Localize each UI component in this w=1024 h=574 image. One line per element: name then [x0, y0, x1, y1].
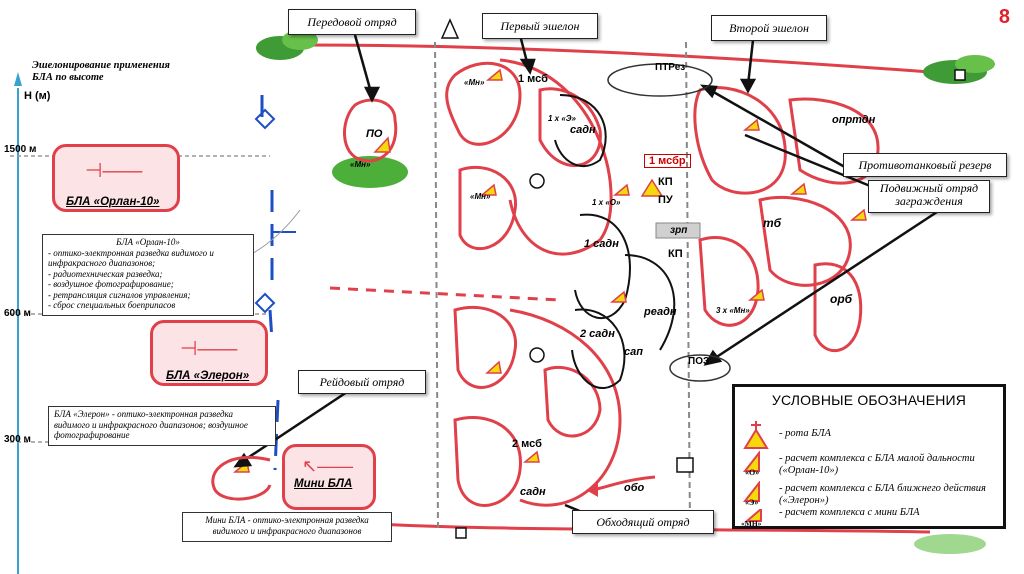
- orlan-crew-icon: [742, 451, 760, 472]
- unit-e1: 1 х «Э»: [548, 114, 576, 123]
- legend-row: - рота БЛА: [741, 421, 999, 449]
- unit-msb2: 2 мсб: [512, 438, 542, 450]
- orlan-symbol: ⊣——: [85, 160, 143, 182]
- unit-mn-top: «Мн»: [464, 78, 485, 87]
- zrp-box: [655, 222, 701, 239]
- orlan-desc-item: оптико-электронная разведка видимого и и…: [48, 248, 248, 269]
- unit-o1: 1 х «О»: [592, 198, 621, 207]
- legend-tag: «МН»: [741, 519, 762, 528]
- uav-triangles: [232, 18, 867, 473]
- uav-company-icon: [743, 421, 769, 449]
- unit-oprtdn: опртдн: [832, 114, 876, 126]
- callout-flank: Обходящий отряд: [572, 510, 714, 534]
- legend-tag: «О»: [745, 468, 760, 477]
- unit-mn-mid: «Мн»: [470, 192, 491, 201]
- poz-zone: [669, 354, 731, 382]
- tree-left: [256, 30, 318, 60]
- legend-text: - рота БЛА: [779, 428, 831, 439]
- legend-text: - расчет комплекса с мини БЛА: [779, 507, 920, 518]
- unit-kp2: КП: [668, 248, 683, 260]
- unit-sadn1: 1 садн: [584, 238, 619, 250]
- orlan-description: БЛА «Орлан-10» оптико-электронная развед…: [42, 234, 254, 316]
- node-markers: [455, 69, 966, 539]
- orlan-label: БЛА «Орлан-10»: [66, 196, 160, 208]
- callout-arrows: [233, 34, 941, 514]
- unit-tb: тб: [763, 216, 782, 230]
- unit-orb: орб: [830, 292, 853, 306]
- unit-mn3: 3 х «Мн»: [716, 306, 750, 315]
- unit-po-mn: «Мн»: [350, 160, 371, 169]
- tree-po: [332, 156, 408, 188]
- unit-sadn-bottom: садн: [520, 486, 546, 498]
- eleron-description: БЛА «Элерон» - оптико-электронная развед…: [48, 406, 276, 446]
- altitude-300: 300 м: [4, 434, 31, 445]
- orlan-desc-item: радиотехническая разведка;: [48, 269, 248, 280]
- eleron-card: [150, 320, 268, 386]
- unit-kp: КП: [658, 176, 673, 188]
- mini-description: Мини БЛА - оптико-электронная разведка в…: [182, 512, 392, 542]
- unit-sap: сап: [624, 346, 643, 358]
- altitude-axis-label: Н (м): [24, 90, 51, 102]
- eleron-label: БЛА «Элерон»: [166, 370, 250, 382]
- page-number: 8: [998, 6, 1010, 28]
- unit-poz: ПОЗ: [688, 356, 710, 367]
- legend-row: «МН» - расчет комплекса с мини БЛА: [741, 507, 999, 528]
- unit-sadn-top: садн: [570, 124, 596, 136]
- unit-outlines: [343, 58, 880, 507]
- orlan-desc-item: сброс специальных боеприпасов: [48, 300, 248, 311]
- legend-text: - расчет комплекса с БЛА ближнего действ…: [779, 483, 986, 506]
- ptrez-zone: [607, 63, 713, 97]
- unit-pu: ПУ: [658, 194, 673, 206]
- legend-title: УСЛОВНЫЕ ОБОЗНАЧЕНИЯ: [771, 392, 967, 408]
- legend-tag: «Э»: [745, 498, 759, 507]
- callout-second: Второй эшелон: [711, 15, 827, 41]
- orlan-card: [52, 144, 180, 212]
- altitude-heading: Эшелонирование применения БЛА по высоте: [32, 60, 170, 83]
- unit-po: ПО: [366, 128, 383, 140]
- center-dash: [329, 286, 561, 302]
- legend-row: «О» - расчет комплекса с БЛА малой дальн…: [741, 451, 999, 479]
- unit-ptrez: ПТРез: [655, 62, 686, 73]
- mini-label: Мини БЛА: [294, 478, 353, 490]
- unit-msbr: 1 мсбр: [644, 154, 691, 168]
- mini-symbol: ↖——: [302, 456, 354, 476]
- callout-antitank: Противотанковый резерв: [843, 153, 1007, 177]
- unit-obo: обо: [624, 482, 645, 494]
- orlan-desc-item: воздушное фотографирование;: [48, 279, 248, 290]
- altitude-1500: 1500 м: [4, 144, 37, 155]
- unit-sadn2: 2 садн: [580, 328, 615, 340]
- mini-uav-zone: [211, 455, 272, 501]
- unit-msb1: 1 мсб: [518, 73, 548, 85]
- mini-crew-icon: [744, 509, 762, 522]
- legend: УСЛОВНЫЕ ОБОЗНАЧЕНИЯ - рота БЛА «О» - ра…: [732, 384, 1006, 529]
- unit-readn: реадн: [644, 306, 677, 318]
- callout-advance: Передовой отряд: [288, 9, 416, 35]
- unit-zrp: зрп: [670, 225, 688, 236]
- altitude-600: 600 м: [4, 308, 31, 319]
- callout-mobile: Подвижный отряд заграждения: [868, 180, 990, 213]
- frontline-top: [299, 43, 931, 74]
- tree-bottom: [914, 534, 986, 554]
- callout-raid: Рейдовый отряд: [298, 370, 426, 394]
- callout-first: Первый эшелон: [482, 13, 598, 39]
- legend-text: - расчет комплекса с БЛА малой дальности…: [779, 453, 975, 476]
- orlan-desc-item: ретрансляция сигналов управления;: [48, 290, 248, 301]
- mini-card: [282, 444, 376, 510]
- legend-row: «Э» - расчет комплекса с БЛА ближнего де…: [741, 481, 999, 509]
- orlan-desc-title: БЛА «Орлан-10»: [116, 237, 180, 247]
- eleron-crew-icon: [742, 481, 760, 502]
- eleron-symbol: ⊣——: [180, 338, 238, 360]
